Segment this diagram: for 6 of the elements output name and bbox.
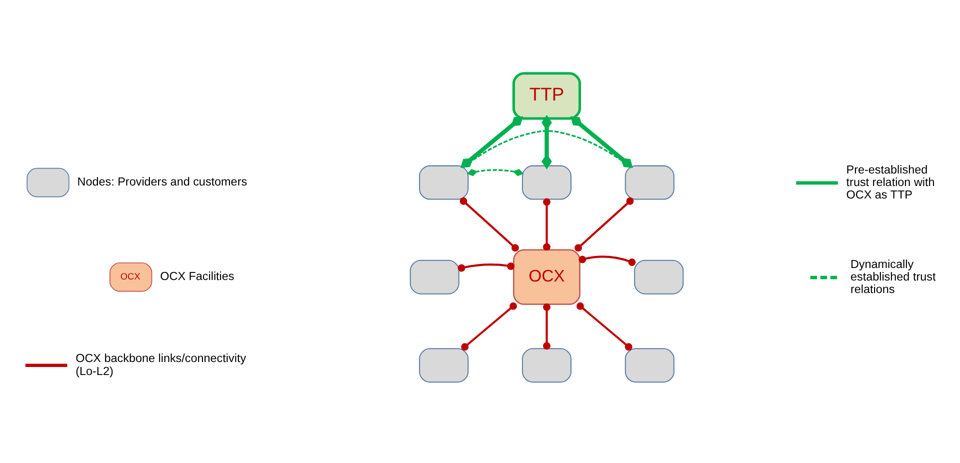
legend-label: OCX backbone links/connectivity (Lo-L2) xyxy=(76,352,246,378)
legend-label: OCX Facilities xyxy=(160,270,234,284)
legend-label: Nodes: Providers and customers xyxy=(77,176,248,189)
legend-label: Pre-established trust relation with OCX as TTP xyxy=(846,164,935,202)
label: OCX xyxy=(120,271,140,282)
legend-label: Dynamically established trust relations xyxy=(850,258,936,296)
